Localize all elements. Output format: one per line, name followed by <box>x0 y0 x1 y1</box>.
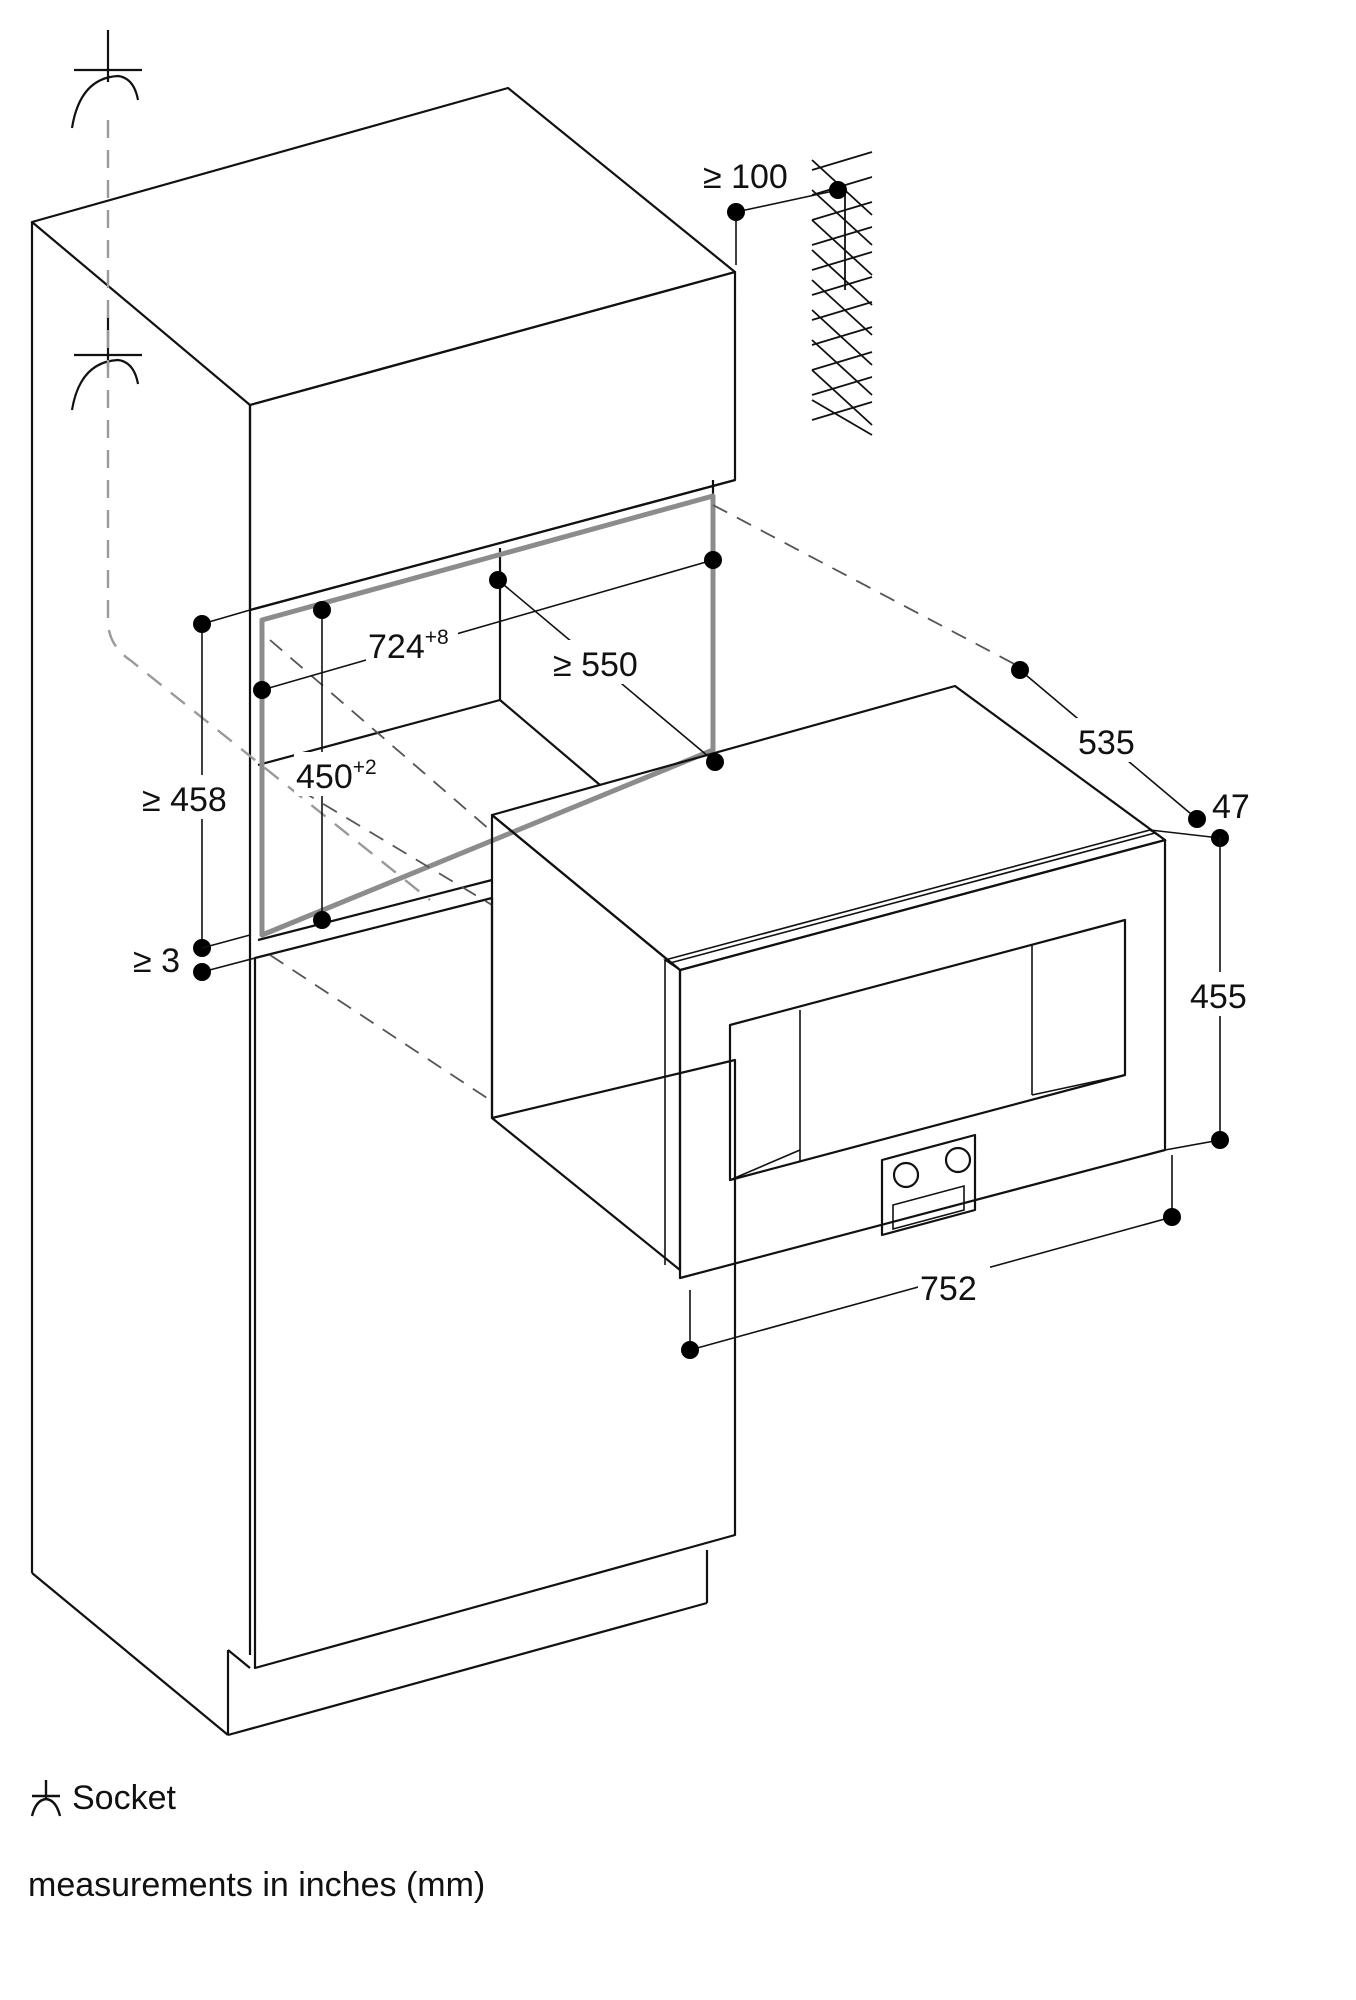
niche <box>249 478 736 942</box>
socket-icon <box>30 1780 62 1817</box>
legend-socket-label: Socket <box>72 1778 176 1817</box>
knob-left <box>892 1161 920 1189</box>
socket-top <box>70 30 142 129</box>
label-opening-height: 450+2 <box>296 756 377 796</box>
label-unit-depth: 535 <box>1078 724 1135 762</box>
oven-appliance <box>490 684 1167 1280</box>
units-note: measurements in inches (mm) <box>28 1866 486 1904</box>
upper-cabinet <box>30 86 737 1655</box>
oven-window <box>728 918 1127 1182</box>
opening-frame <box>259 493 716 938</box>
label-niche-height: ≥ 458 <box>142 781 227 819</box>
legend-socket: Socket <box>28 1778 176 1818</box>
label-unit-height: 455 <box>1190 978 1247 1016</box>
lower-cabinet <box>31 896 737 1737</box>
label-unit-width: 752 <box>920 1270 977 1308</box>
cable-route <box>106 120 431 901</box>
control-panel <box>880 1133 977 1237</box>
label-opening-width: 724+8 <box>368 626 449 666</box>
projection-lines <box>269 504 1021 1101</box>
knob-right <box>944 1146 972 1174</box>
dimension-lines <box>193 181 1229 1359</box>
label-front-depth: 47 <box>1212 788 1250 826</box>
label-clearance-top: ≥ 100 <box>703 158 788 196</box>
label-depth-min: ≥ 550 <box>553 646 638 684</box>
label-gap-bottom: ≥ 3 <box>133 942 180 980</box>
